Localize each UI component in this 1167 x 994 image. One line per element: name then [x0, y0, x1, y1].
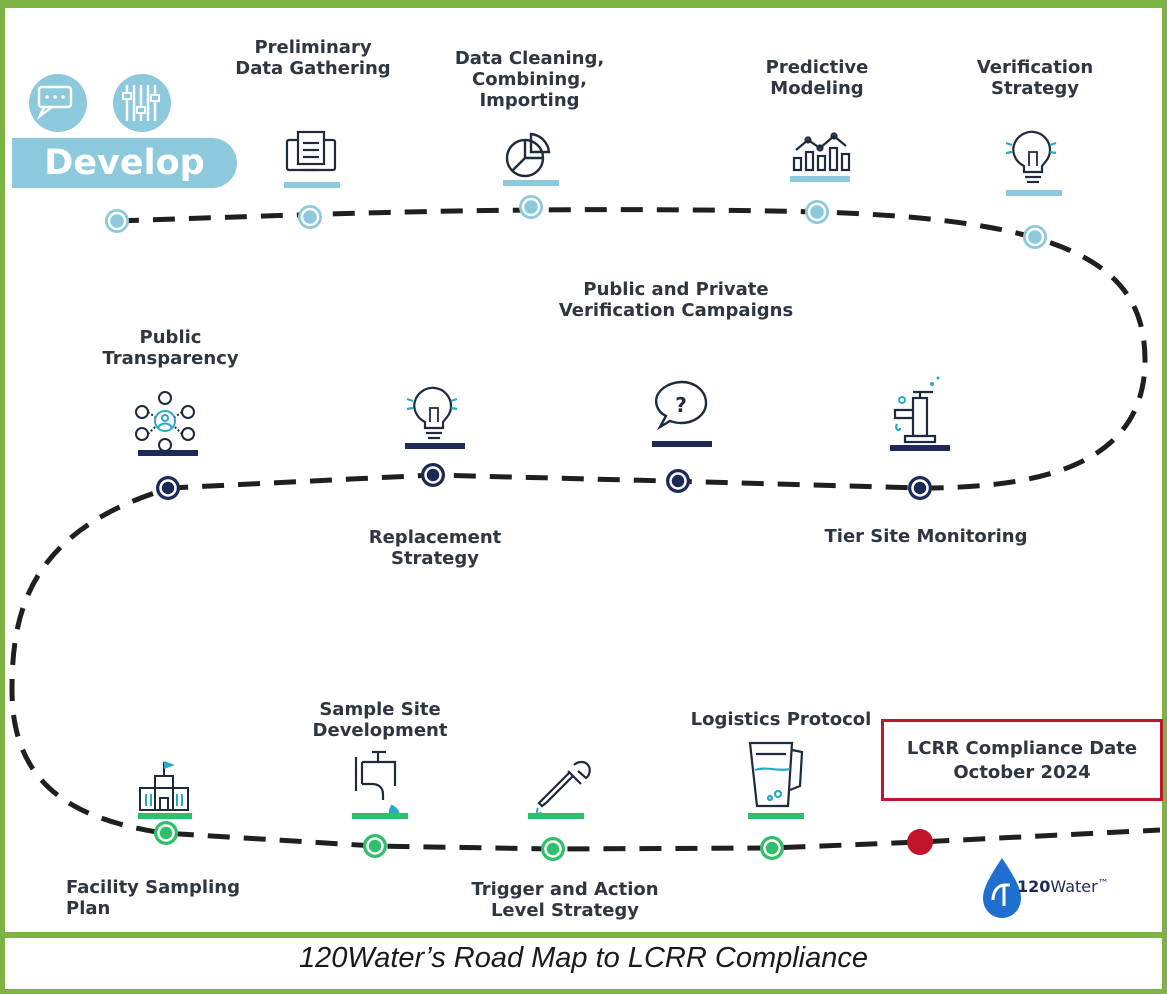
- step-label-public-transparency: Public Transparency: [102, 327, 239, 369]
- step-label-verification-strategy: Verification Strategy: [976, 57, 1094, 99]
- sliders-icon: [113, 74, 171, 132]
- develop-stage-badge: Develop: [12, 138, 237, 188]
- roadmap-diagram: ?: [9, 74, 1161, 918]
- sample-node: [541, 837, 565, 861]
- step-label-trigger-action-level: Trigger and Action Level Strategy: [471, 879, 659, 921]
- brand-word: Water: [1050, 877, 1098, 896]
- brand-number: 120: [1017, 877, 1051, 896]
- sample-node: [760, 836, 784, 860]
- step-label-public-private-verification: Public and Private Verification Campaign…: [558, 279, 794, 321]
- question-bubble-icon: [654, 380, 708, 431]
- develop-node: [298, 205, 322, 229]
- step-label-logistics-protocol: Logistics Protocol: [690, 709, 872, 730]
- develop-node: [105, 209, 129, 233]
- bar-chart-icon: [792, 132, 851, 172]
- caption-divider: [0, 932, 1167, 938]
- step-label-predictive-modeling: Predictive Modeling: [765, 57, 869, 99]
- people-network-icon: [135, 391, 195, 452]
- building-icon: [139, 761, 189, 811]
- lightbulb-icon: [413, 386, 453, 440]
- deadline-node: [907, 829, 933, 855]
- step-label-data-cleaning: Data Cleaning, Combining, Importing: [454, 48, 605, 111]
- computer-document-icon: [285, 130, 337, 172]
- chat-bubbles-icon: [29, 74, 87, 132]
- compliance-date: October 2024: [953, 762, 1091, 783]
- step-label-preliminary-data-gathering: Preliminary Data Gathering: [235, 37, 391, 79]
- step-label-replacement-strategy: Replacement Strategy: [368, 527, 502, 569]
- figure-caption: 120Water’s Road Map to LCRR Compliance: [299, 942, 868, 974]
- compliance-date-box: LCRR Compliance Date October 2024: [881, 719, 1163, 801]
- dropper-icon: [536, 760, 591, 816]
- water-drop-logo-icon: [983, 858, 1021, 918]
- sample-node: [154, 821, 178, 845]
- develop-node: [519, 195, 543, 219]
- road-path: [9, 207, 1161, 852]
- implement-node: [156, 476, 180, 500]
- step-label-tier-site-monitoring: Tier Site Monitoring: [824, 526, 1028, 547]
- lightbulb-icon: [1012, 130, 1052, 184]
- faucet-drop-icon: [354, 750, 400, 818]
- sample-node: [363, 834, 387, 858]
- brand-logo: 120Water™: [1017, 877, 1109, 896]
- implement-node: [666, 469, 690, 493]
- compliance-title: LCRR Compliance Date: [906, 738, 1138, 759]
- svg-text:?: ?: [675, 393, 687, 417]
- implement-node: [908, 476, 932, 500]
- trademark: ™: [1097, 877, 1109, 890]
- implement-node: [421, 463, 445, 487]
- pie-chart-icon: [505, 132, 551, 178]
- develop-node: [1023, 225, 1047, 249]
- step-label-facility-sampling-plan: Facility Sampling Plan: [66, 877, 240, 919]
- step-label-sample-site-development: Sample Site Development: [312, 699, 448, 741]
- water-pitcher-icon: [748, 741, 804, 808]
- faucet-icon: [893, 390, 937, 444]
- develop-node: [805, 200, 829, 224]
